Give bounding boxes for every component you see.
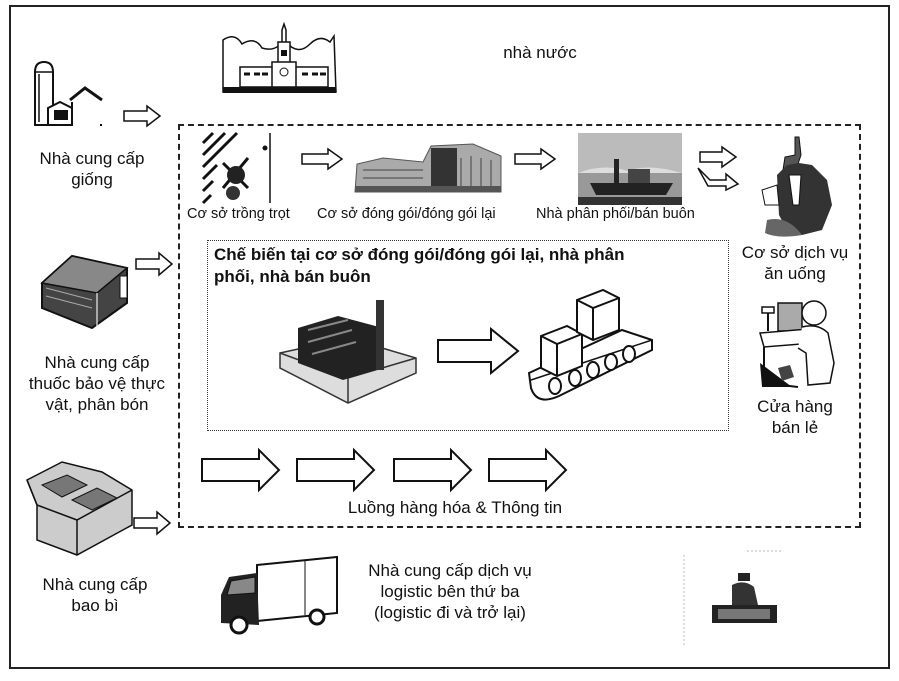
farm-silo-icon — [34, 60, 103, 126]
flow-arrow — [296, 447, 376, 493]
retail-cashier-icon — [759, 300, 835, 388]
logistics-label-line: Nhà cung cấp dịch vụ — [368, 561, 532, 580]
logistics-label: Nhà cung cấp dịch vụ logistic bên thứ ba… — [340, 560, 560, 623]
flow-label: Luồng hàng hóa & Thông tin — [347, 498, 563, 517]
consumer-figure-icon — [683, 550, 782, 645]
flow-arrow — [201, 447, 281, 493]
food-service-label: Cơ sở dịch vụ ăn uống — [730, 242, 860, 284]
distributor-label: Nhà phân phối/bán buôn — [536, 206, 695, 222]
food-service-label-line: ăn uống — [764, 264, 826, 283]
fertilizer-bag-icon — [40, 254, 129, 330]
packer-label: Cơ sở đóng gói/đóng gói lại — [317, 206, 496, 222]
diagram-frame — [9, 5, 890, 669]
farm-to-packer-arrow — [301, 147, 344, 171]
seed-supplier-label-line: giống — [71, 170, 113, 189]
processing-title-line: phối, nhà bán buôn — [214, 267, 371, 286]
packaging-supplier-label-line: bao bì — [71, 596, 119, 615]
conveyor-belt-icon — [527, 288, 653, 401]
seed-to-chain-arrow — [123, 104, 162, 128]
packaging-boxes-icon — [26, 461, 133, 556]
processing-boundary — [207, 240, 729, 431]
chemicals-supplier-label-line: thuốc bảo vệ thực — [28, 374, 166, 393]
food-service-label-line: Cơ sở dịch vụ — [741, 243, 849, 262]
chemicals-supplier-label-line: Nhà cung cấp — [44, 353, 150, 372]
chemicals-supplier-label: Nhà cung cấp thuốc bảo vệ thực vật, phân… — [22, 352, 172, 415]
processing-title-line: Chế biến tại cơ sở đóng gói/đóng gói lại… — [214, 245, 625, 264]
packaging-supplier-label: Nhà cung cấp bao bì — [20, 574, 170, 616]
supply-chain-boundary — [178, 124, 861, 528]
farm-label: Cơ sở trồng trọt — [187, 206, 290, 222]
distribution-ship-icon — [578, 133, 682, 205]
seed-supplier-label-line: Nhà cung cấp — [39, 149, 145, 168]
logistics-label-line: logistic bên thứ ba — [380, 582, 520, 601]
packer-to-distributor-arrow — [514, 147, 557, 171]
processing-title: Chế biến tại cơ sở đóng gói/đóng gói lại… — [214, 244, 624, 288]
government-label: nhà nước — [503, 43, 577, 62]
processing-arrow — [437, 326, 520, 376]
food-service-icon — [761, 136, 832, 237]
retail-label-line: bán lẻ — [771, 418, 819, 437]
packing-facility-icon — [354, 143, 502, 193]
chemicals-supplier-label-line: vật, phân bón — [45, 395, 149, 414]
logistics-label-line: (logistic đi và trở lại) — [374, 603, 526, 622]
packaging-supplier-label-line: Nhà cung cấp — [42, 575, 148, 594]
factory-icon — [279, 300, 417, 404]
distributor-to-endpoints-arrow — [697, 145, 740, 192]
chemicals-to-chain-arrow — [135, 251, 174, 277]
flow-arrow — [393, 447, 473, 493]
flow-arrow — [488, 447, 568, 493]
packaging-to-chain-arrow — [133, 510, 172, 536]
retail-label: Cửa hàng bán lẻ — [732, 396, 858, 438]
retail-label-line: Cửa hàng — [757, 397, 833, 416]
crop-field-icon — [201, 131, 271, 205]
seed-supplier-label: Nhà cung cấp giống — [22, 148, 162, 190]
delivery-truck-icon — [221, 555, 338, 635]
government-building-icon — [222, 21, 337, 93]
